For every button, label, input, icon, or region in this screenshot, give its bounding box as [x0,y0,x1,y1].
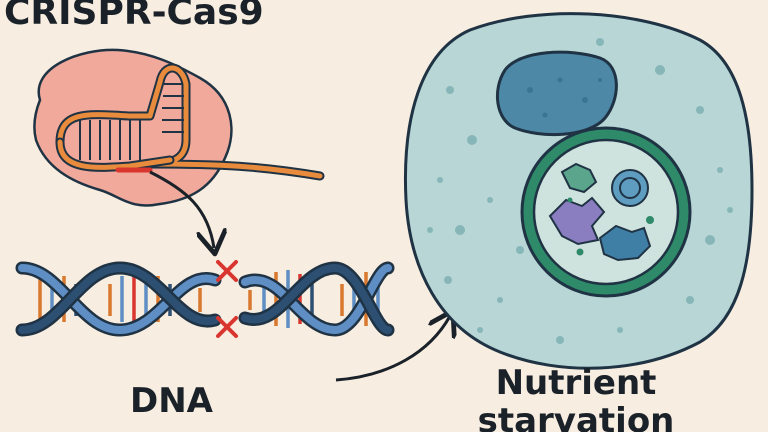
nutrient-label-line1: Nutrient [496,363,657,403]
guide-rna [55,63,325,181]
cargo-blue [598,224,652,262]
mitochondrion-cargo [611,169,649,207]
cargo-purple [548,196,606,246]
nucleus [496,50,618,136]
autophagosome [520,126,692,298]
arrow-cas9-to-dna [149,170,214,248]
cell [403,12,754,370]
arrow-dna-to-cell [335,316,450,382]
nutrient-label-line2: starvation [478,401,675,432]
dna-label: DNA [130,381,214,421]
cargo-green [560,162,598,194]
cut-marks [216,260,238,338]
dna-helix [15,261,395,337]
crispr-cas9-title: CRISPR-Cas9 [4,0,264,33]
